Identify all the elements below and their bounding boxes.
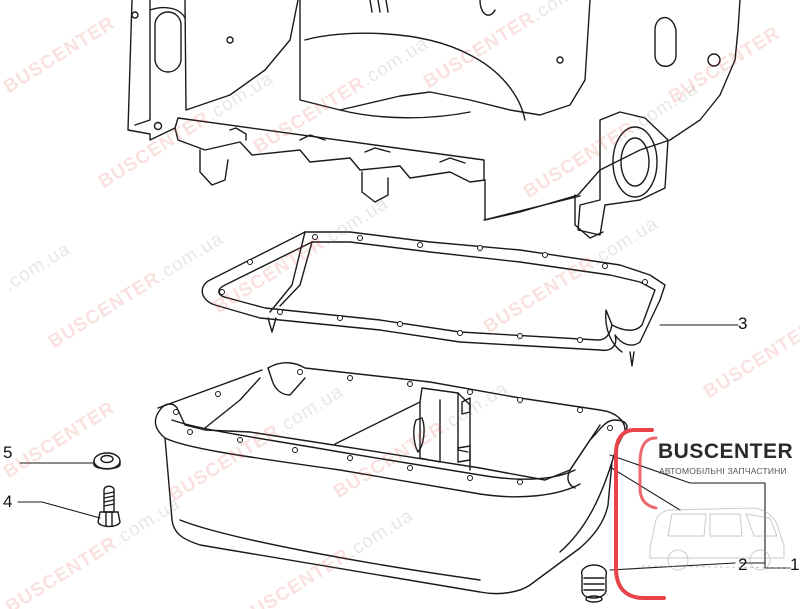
logo-emblem — [614, 428, 793, 600]
logo-subtitle: АВТОМОБІЛЬНІ ЗАПЧАСТИНИ — [659, 466, 787, 476]
washer — [93, 452, 121, 470]
callout-1: 1 — [790, 555, 800, 574]
van-icon — [641, 507, 793, 571]
bolt — [97, 485, 121, 528]
callout-5: 5 — [3, 443, 13, 462]
drain-plug — [580, 564, 608, 603]
oil-pan — [154, 362, 628, 595]
callout-4: 4 — [3, 492, 13, 511]
engine-block — [127, 0, 741, 239]
buscenter-logo: BUSCENTER АВТОМОБІЛЬНІ ЗАПЧАСТИНИ — [612, 418, 798, 608]
callout-3: 3 — [738, 314, 748, 333]
callout-2: 2 — [738, 555, 748, 574]
logo-title: BUSCENTER — [658, 440, 794, 463]
oil-pan-gasket — [201, 231, 666, 367]
